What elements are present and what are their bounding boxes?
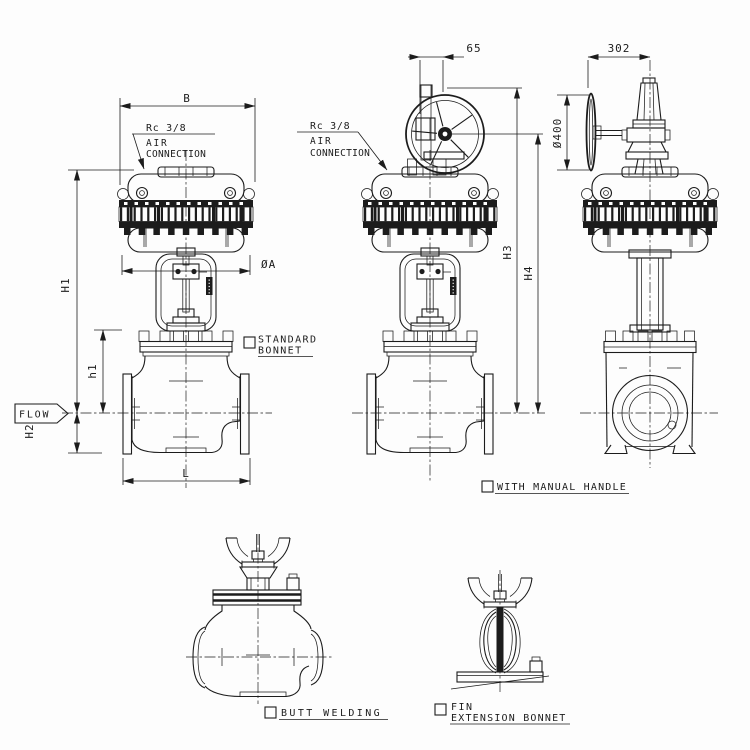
dimensions-figure-3: 302 Ø400: [551, 42, 651, 171]
butt-welding-figure: BUTT WELDING: [186, 533, 388, 720]
checkbox-icon: [434, 703, 447, 716]
caption-with-manual-handle: WITH MANUAL HANDLE: [497, 482, 627, 493]
fin-extension-bonnet: [450, 607, 550, 690]
air-connection-callout-line3: CONNECTION: [310, 148, 370, 159]
caption-standard-bonnet-1: STANDARD: [258, 335, 317, 346]
side-handwheel-topworks: [585, 77, 671, 175]
checkbox-icon: [481, 480, 494, 493]
manual-handle-valve-figure: [352, 84, 545, 483]
caption-standard-bonnet-2: BONNET: [258, 346, 303, 357]
checkbox-icon: [264, 706, 277, 719]
air-connection-callout-line3: CONNECTION: [146, 149, 206, 160]
rising-stem: [420, 84, 432, 161]
air-connection-callout-size: Rc 3/8: [310, 121, 350, 132]
dim-label-H1: H1: [59, 277, 72, 292]
leader-line: [357, 131, 388, 171]
dimensions-figure-1: B Rc 3/8 AIR CONNECTION H1 h1 H2 ØA L FL…: [14, 92, 317, 485]
wheel-spokes: [412, 101, 473, 165]
caption-fin-2: EXTENSION BONNET: [451, 713, 567, 724]
dim-label-H2: H2: [23, 423, 36, 438]
dim-label-h1: h1: [86, 363, 99, 378]
dim-label-65: 65: [466, 42, 481, 55]
dim-label-302: 302: [608, 42, 631, 55]
standard-bonnet-valve-figure: [62, 150, 272, 488]
caption-butt-welding: BUTT WELDING: [281, 708, 382, 719]
air-connection-callout-size: Rc 3/8: [146, 123, 186, 134]
extension-column-and-body: [603, 249, 697, 455]
dim-label-H4: H4: [522, 265, 535, 280]
dimensions-figure-2: 65 Rc 3/8 AIR CONNECTION H3 H4 WITH MANU…: [297, 42, 629, 494]
dim-label-dA: ØA: [261, 258, 276, 271]
air-connection-callout-line2: AIR: [310, 136, 333, 147]
top-handwheel: [405, 84, 485, 176]
checkbox-icon: [243, 336, 256, 349]
leader-line: [132, 133, 145, 170]
flow-label: FLOW: [19, 410, 50, 421]
flow-arrow-icon: [14, 403, 69, 424]
fin-extension-bonnet-figure: FIN EXTENSION BONNET: [434, 570, 570, 725]
handwheel-edge-view: [585, 92, 597, 172]
caption-fin-1: FIN: [451, 702, 474, 713]
air-connection-callout-line2: AIR: [146, 138, 169, 149]
dim-label-L: L: [182, 467, 190, 480]
dim-label-B: B: [183, 92, 191, 105]
dim-label-400: Ø400: [551, 118, 564, 149]
dim-label-H3: H3: [501, 244, 514, 259]
break-line: [450, 675, 550, 690]
side-view-valve-figure: [580, 60, 719, 468]
butt-weld-body: [192, 605, 324, 698]
